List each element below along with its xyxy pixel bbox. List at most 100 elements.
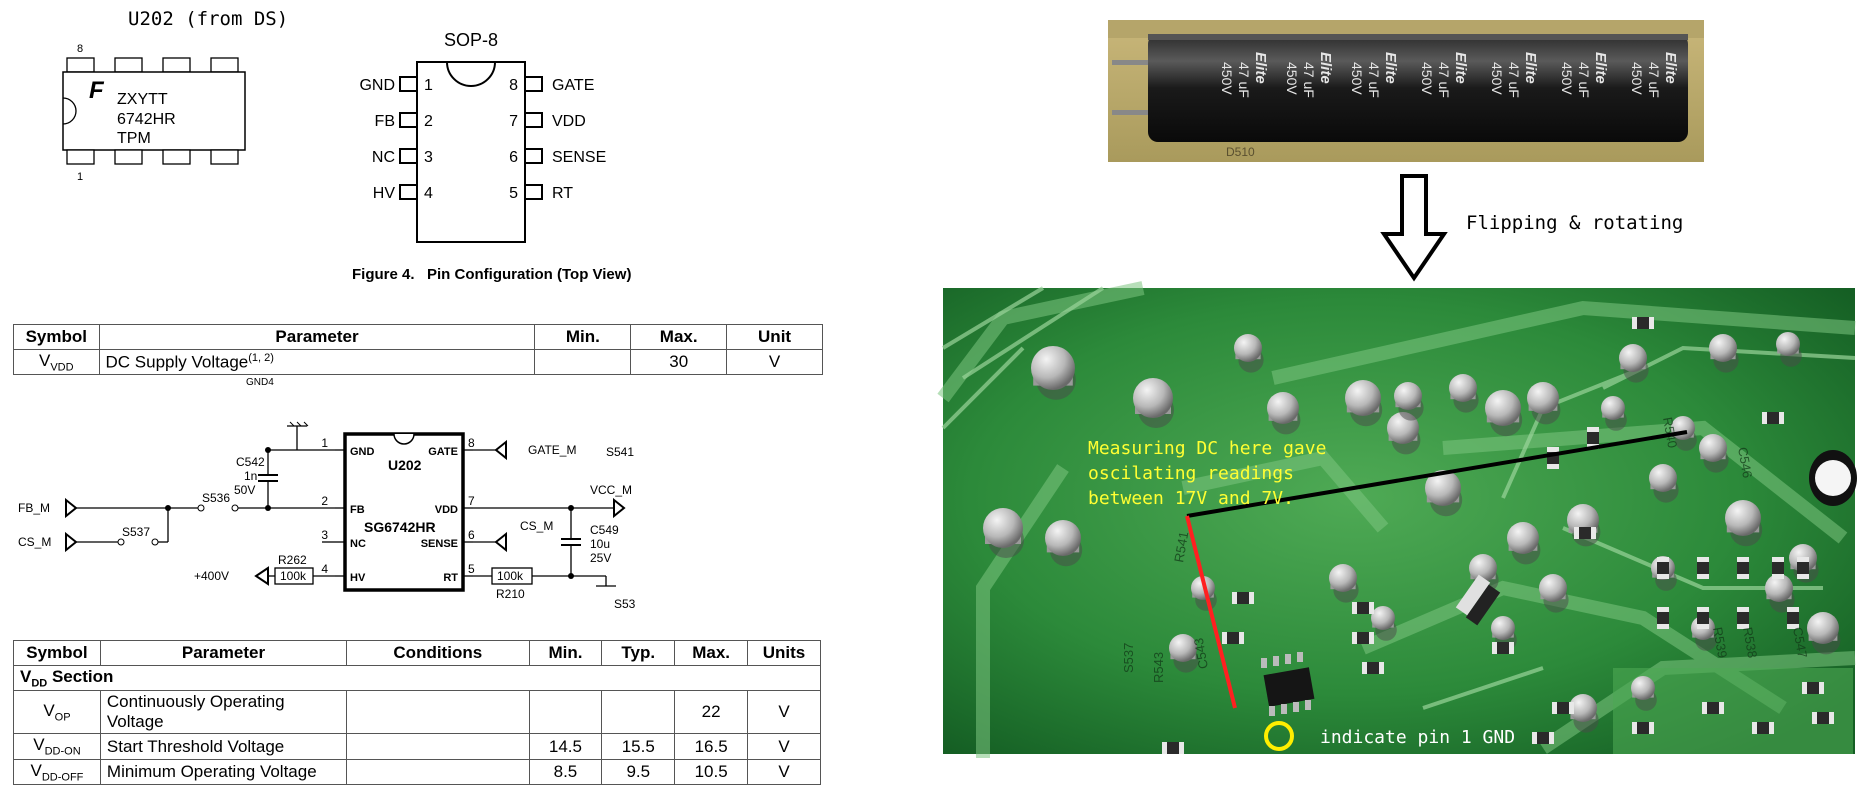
schematic: C542 1n 50V FB_M S536 CS_M S537 +400V 10… [18,421,636,611]
chip-left-pin-name: HV [350,572,366,584]
svg-text:R210: R210 [496,587,525,601]
sop-right-pin-name: VDD [552,113,586,130]
svg-text:S541: S541 [606,445,634,459]
chip-left-pin-num: 4 [321,562,328,576]
fairchild-logo-icon: F [89,77,105,104]
svg-text:Elite: Elite [1252,52,1269,84]
svg-text:450V: 450V [1219,62,1235,95]
svg-text:47 uF: 47 uF [1301,62,1317,98]
dip-pin1-label: 1 [77,171,83,183]
symbol-cell: VDD-ON [13,733,101,760]
chip-left-pin-num: 2 [321,494,328,508]
svg-text:47 uF: 47 uF [1236,62,1252,98]
chip-right-pin-num: 7 [468,494,475,508]
black-probe-line [1186,430,1688,518]
chip-right-pin-num: 6 [468,528,475,542]
pcb-silk-label: R543 [1151,652,1166,683]
dip-marking-line1: ZXYTT [117,91,168,108]
col-max: Max. [674,640,749,666]
col-unit: Unit [726,324,823,350]
pcb-silk-label: R541 [1171,530,1191,563]
min-cell [528,690,603,735]
pin1-marker-circle [1264,721,1294,751]
svg-text:CS_M: CS_M [18,535,51,549]
svg-text:U202: U202 [388,457,422,473]
section-row: VDD Section [13,664,821,692]
svg-text:47 uF: 47 uF [1366,62,1382,98]
pcb-silk-label: R540 [1660,416,1680,449]
svg-text:10u: 10u [590,537,610,551]
svg-text:25V: 25V [590,551,611,565]
pcb-silk-label: S537 [1121,643,1136,673]
sop-left-pin-num: 1 [424,77,433,94]
flip-rotate-label: Flipping & rotating [1466,212,1684,234]
svg-text:47 uF: 47 uF [1436,62,1452,98]
col-parameter: Parameter [99,640,348,666]
col-units: Units [747,640,821,666]
sop-left-pin-name: FB [375,113,395,130]
sop-left-pin-num: 3 [424,149,433,166]
sop-left-pin-name: NC [372,149,395,166]
chip-right-pin-name: GATE [428,446,458,458]
svg-text:450V: 450V [1629,62,1645,95]
units-cell: V [747,758,821,786]
svg-text:47 uF: 47 uF [1506,62,1522,98]
col-conditions: Conditions [346,640,530,666]
svg-text:GATE_M: GATE_M [528,443,576,457]
dip-pin8-label: 8 [77,43,83,55]
annotation-line-3: between 17V and 7V. [1088,488,1294,509]
sop-right-pin-num: 8 [509,77,518,94]
pcb-silk-label: C547 [1790,626,1810,659]
svg-text:Elite: Elite [1452,52,1469,84]
typ-cell: 15.5 [601,733,676,760]
col-max: Max. [630,324,728,350]
svg-text:Elite: Elite [1317,52,1334,84]
red-probe-line [1185,515,1237,709]
table-row: VVDD DC Supply Voltage(1, 2) 30 V [13,348,823,376]
svg-text:1n: 1n [244,469,257,483]
svg-text:450V: 450V [1284,62,1300,95]
col-min: Min. [534,324,632,350]
sop-left-pin-num: 4 [424,185,433,202]
parameter-cell: DC Supply Voltage(1, 2) [98,348,536,376]
parameter-cell: Start Threshold Voltage [99,733,348,760]
dip-package-diagram: 8 F ZXYTT 6742HR TPM 1 [62,43,246,183]
svg-text:Elite: Elite [1522,52,1539,84]
svg-text:450V: 450V [1489,62,1505,95]
svg-text:450V: 450V [1419,62,1435,95]
dip-marking-line3: TPM [117,130,151,147]
svg-text:450V: 450V [1349,62,1365,95]
chip-right-pin-name: RT [443,572,458,584]
sop8-title: SOP-8 [444,30,498,50]
max-cell: 30 [630,348,728,376]
figure-caption: Figure 4. Pin Configuration (Top View) [352,266,632,283]
svg-text:S536: S536 [202,491,230,505]
chip-right-pin-num: 5 [468,562,475,576]
svg-text:Elite: Elite [1382,52,1399,84]
conditions-cell [346,690,530,735]
parameter-cell: Continuously Operating Voltage [99,690,348,735]
svg-text:50V: 50V [234,483,255,497]
pcb-silk-label: C546 [1735,446,1755,479]
vdd-section-label: VDD Section [13,664,821,692]
svg-text:FB_M: FB_M [18,501,50,515]
svg-text:S53: S53 [614,597,636,611]
svg-text:C549: C549 [590,523,619,537]
units-cell: V [747,690,821,735]
sop-left-pin-name: HV [373,185,396,202]
dip-title: U202 (from DS) [128,8,289,30]
svg-text:47 uF: 47 uF [1576,62,1592,98]
table-header-row: Symbol Parameter Conditions Min. Typ. Ma… [13,640,821,666]
annotation-line-1: Measuring DC here gave [1088,438,1326,459]
